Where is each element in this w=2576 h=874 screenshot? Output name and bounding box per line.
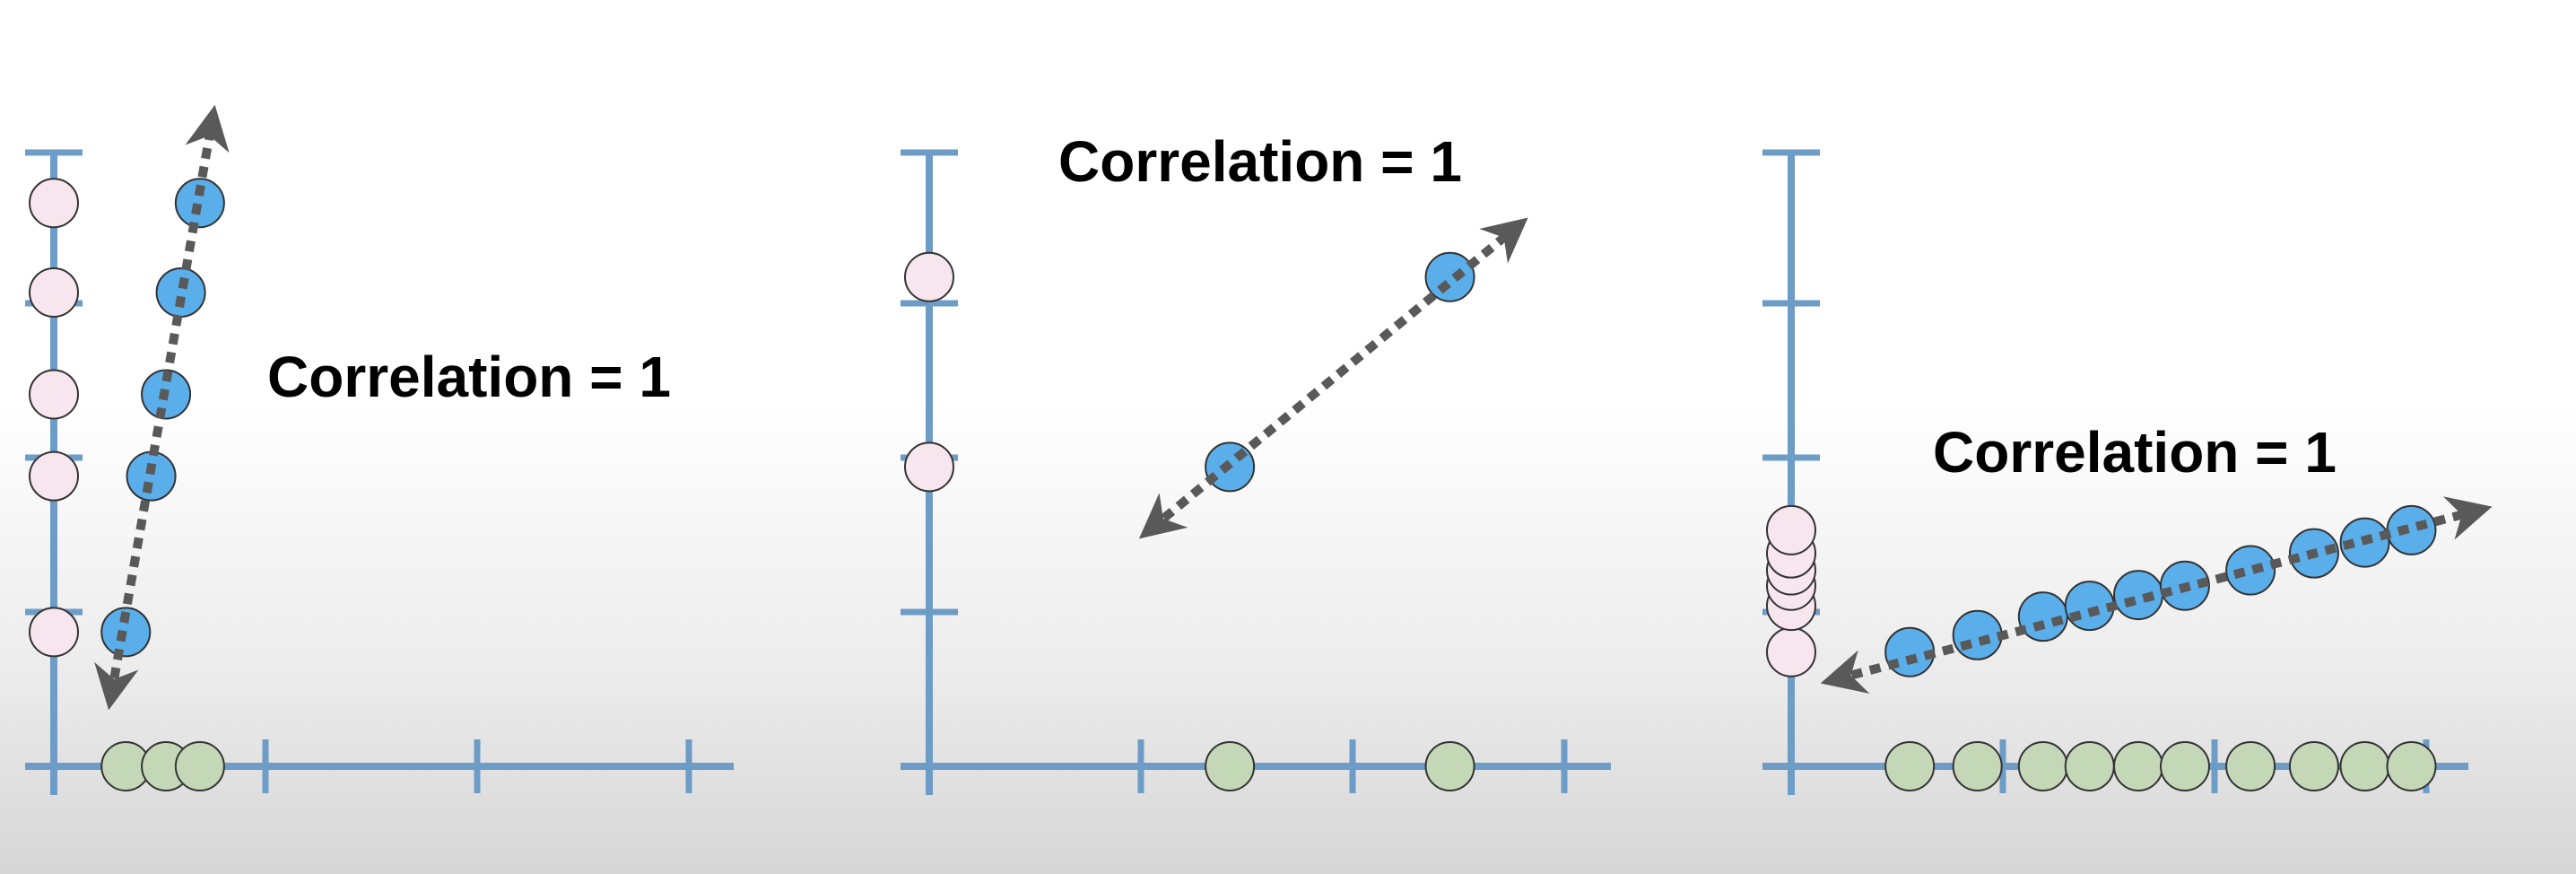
x-projection-point: [2159, 741, 2210, 791]
y-projection-point: [29, 178, 79, 229]
scatter-panel-1: [25, 104, 734, 795]
x-projection-point: [2064, 741, 2115, 791]
x-projection-point: [2386, 741, 2437, 791]
trend-line-arrow: [94, 104, 230, 711]
data-point: [1424, 251, 1475, 302]
data-point: [1952, 609, 2003, 660]
y-projection-point: [1766, 504, 1816, 555]
y-projection-point: [29, 369, 79, 420]
x-projection-point: [1884, 741, 1936, 791]
y-projection-point: [29, 607, 79, 658]
scatter-panel-2: [901, 149, 1611, 795]
scatter-panel-3: [1762, 149, 2493, 795]
x-projection-point: [2113, 741, 2164, 791]
correlation-label-1: Correlation = 1: [267, 345, 671, 409]
x-projection-point: [2017, 741, 2068, 791]
y-projection-point: [29, 267, 79, 318]
x-projection-point: [1952, 741, 2003, 791]
x-projection-point: [1205, 741, 1256, 791]
x-projection-point: [2225, 741, 2276, 791]
x-projection-point: [174, 741, 225, 791]
x-projection-point: [1424, 741, 1475, 791]
trend-line-arrow: [1138, 217, 1528, 539]
correlation-label-2: Correlation = 1: [1058, 129, 1462, 194]
x-projection-point: [2288, 741, 2339, 791]
y-projection-point: [904, 441, 954, 493]
y-projection-point: [29, 450, 79, 502]
y-projection-point: [1766, 626, 1816, 677]
data-point: [2386, 504, 2437, 555]
data-point: [155, 267, 206, 318]
x-projection-point: [2339, 741, 2390, 791]
data-point: [2113, 570, 2164, 621]
trend-line-arrow: [1820, 496, 2493, 694]
y-projection-point: [904, 251, 954, 302]
correlation-label-3: Correlation = 1: [1933, 420, 2337, 485]
